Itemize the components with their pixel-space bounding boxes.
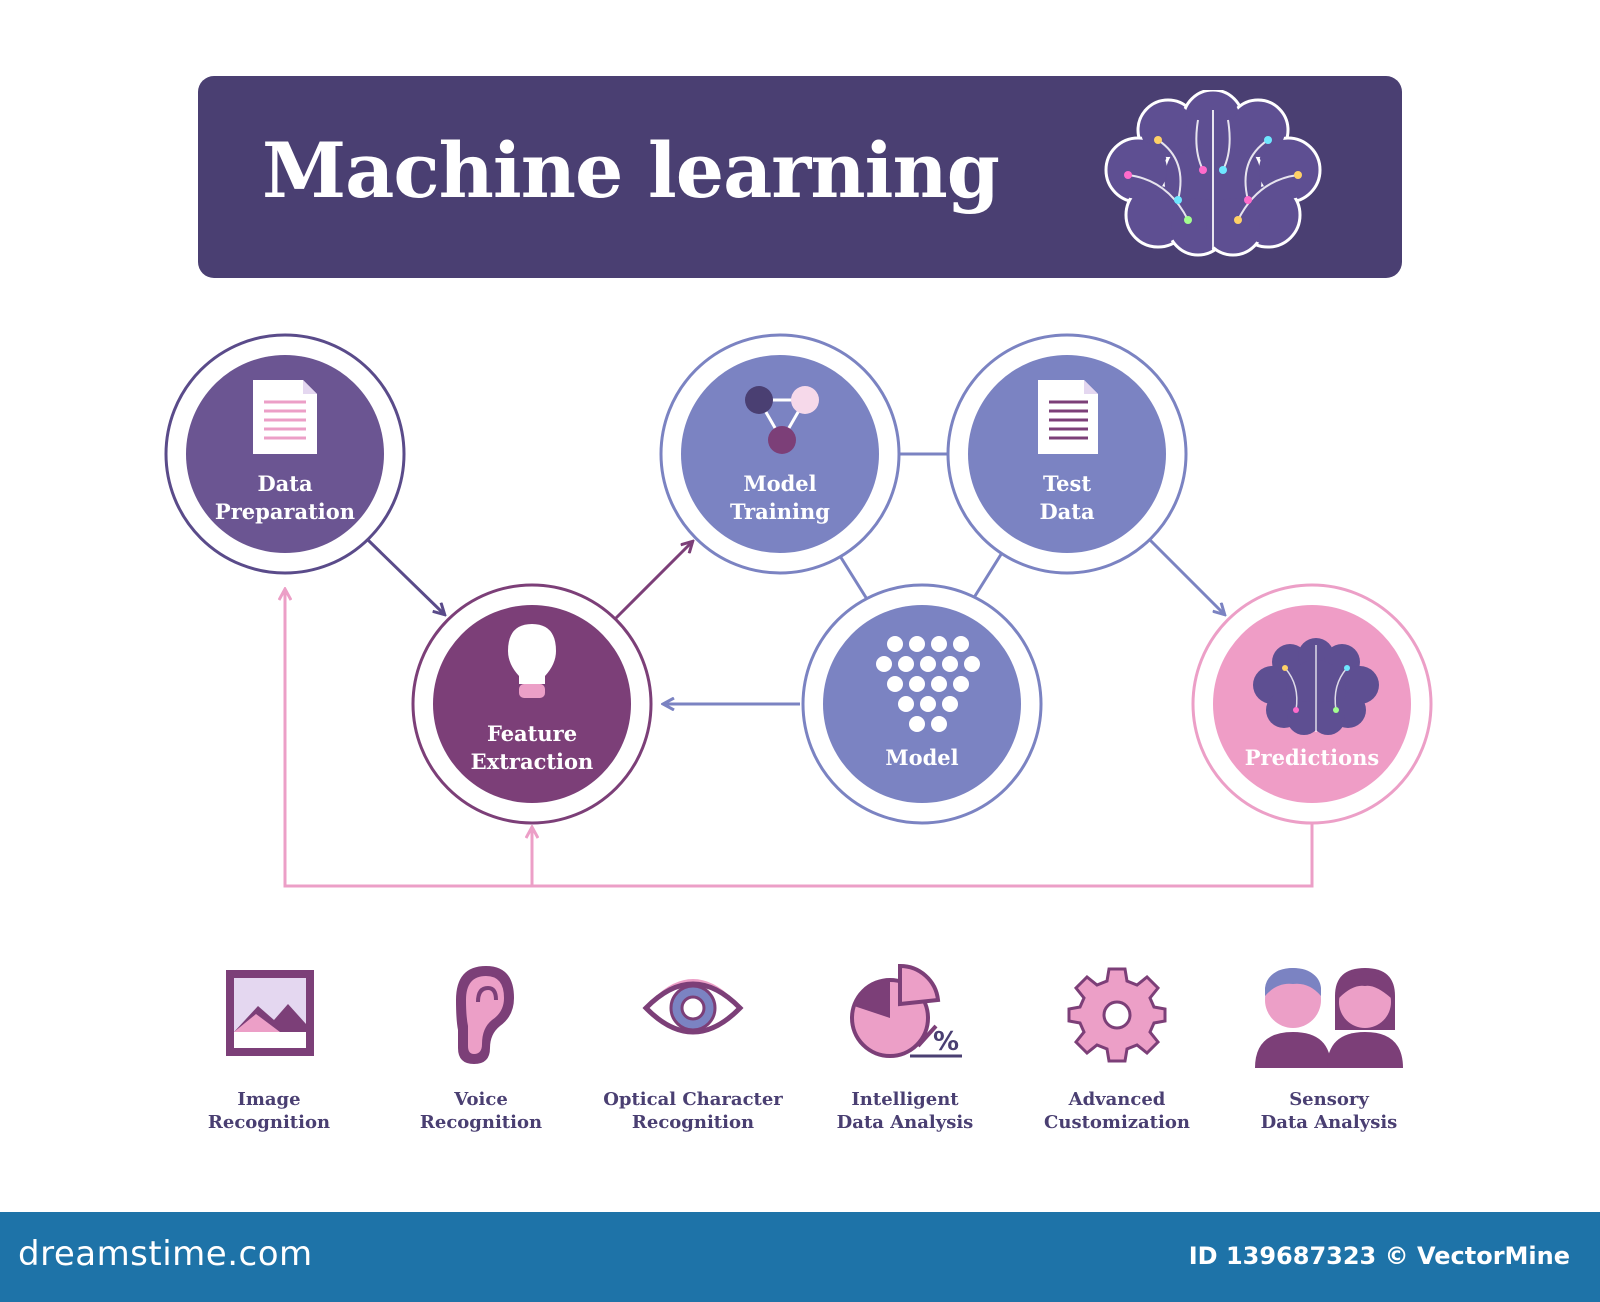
neural-network-icon xyxy=(876,636,980,732)
node-data-preparation xyxy=(164,333,406,575)
image-icon xyxy=(226,970,314,1056)
pie-chart-percent-icon: % xyxy=(850,963,962,1058)
brain-icon xyxy=(1253,638,1379,735)
node-label-predictions: Predictions xyxy=(1244,745,1380,770)
arrow-prep-to-feature xyxy=(366,538,444,614)
eye-icon xyxy=(642,979,744,1035)
title-banner: Machine learning xyxy=(198,76,1402,278)
node-model-training xyxy=(659,333,901,575)
footer-image-id: ID 139687323 © VectorMine xyxy=(1188,1242,1570,1270)
node-test-data xyxy=(946,333,1188,575)
node-feature-extraction xyxy=(411,583,653,825)
ear-icon xyxy=(456,966,514,1064)
molecule-icon xyxy=(745,386,819,454)
feedback-loop xyxy=(285,590,1314,888)
footer-site-link[interactable]: dreamstime.com xyxy=(18,1234,313,1274)
people-icon xyxy=(1255,968,1403,1068)
node-predictions xyxy=(1191,583,1433,825)
node-label-model: Model xyxy=(885,745,959,770)
arrow-testdata-to-predictions xyxy=(1148,538,1224,614)
page-title: Machine learning xyxy=(262,126,1000,215)
lightbulb-icon xyxy=(508,624,556,698)
document-icon xyxy=(1038,380,1098,454)
footer-bar: dreamstime.com ID 139687323 © VectorMine xyxy=(0,1212,1600,1302)
node-model xyxy=(801,583,1043,825)
document-icon xyxy=(253,380,317,454)
process-diagram xyxy=(164,333,1433,888)
svg-text:%: % xyxy=(933,1027,959,1057)
gear-icon xyxy=(1067,967,1167,1063)
arrow-feature-to-training xyxy=(614,542,692,620)
brain-icon xyxy=(1104,90,1322,257)
